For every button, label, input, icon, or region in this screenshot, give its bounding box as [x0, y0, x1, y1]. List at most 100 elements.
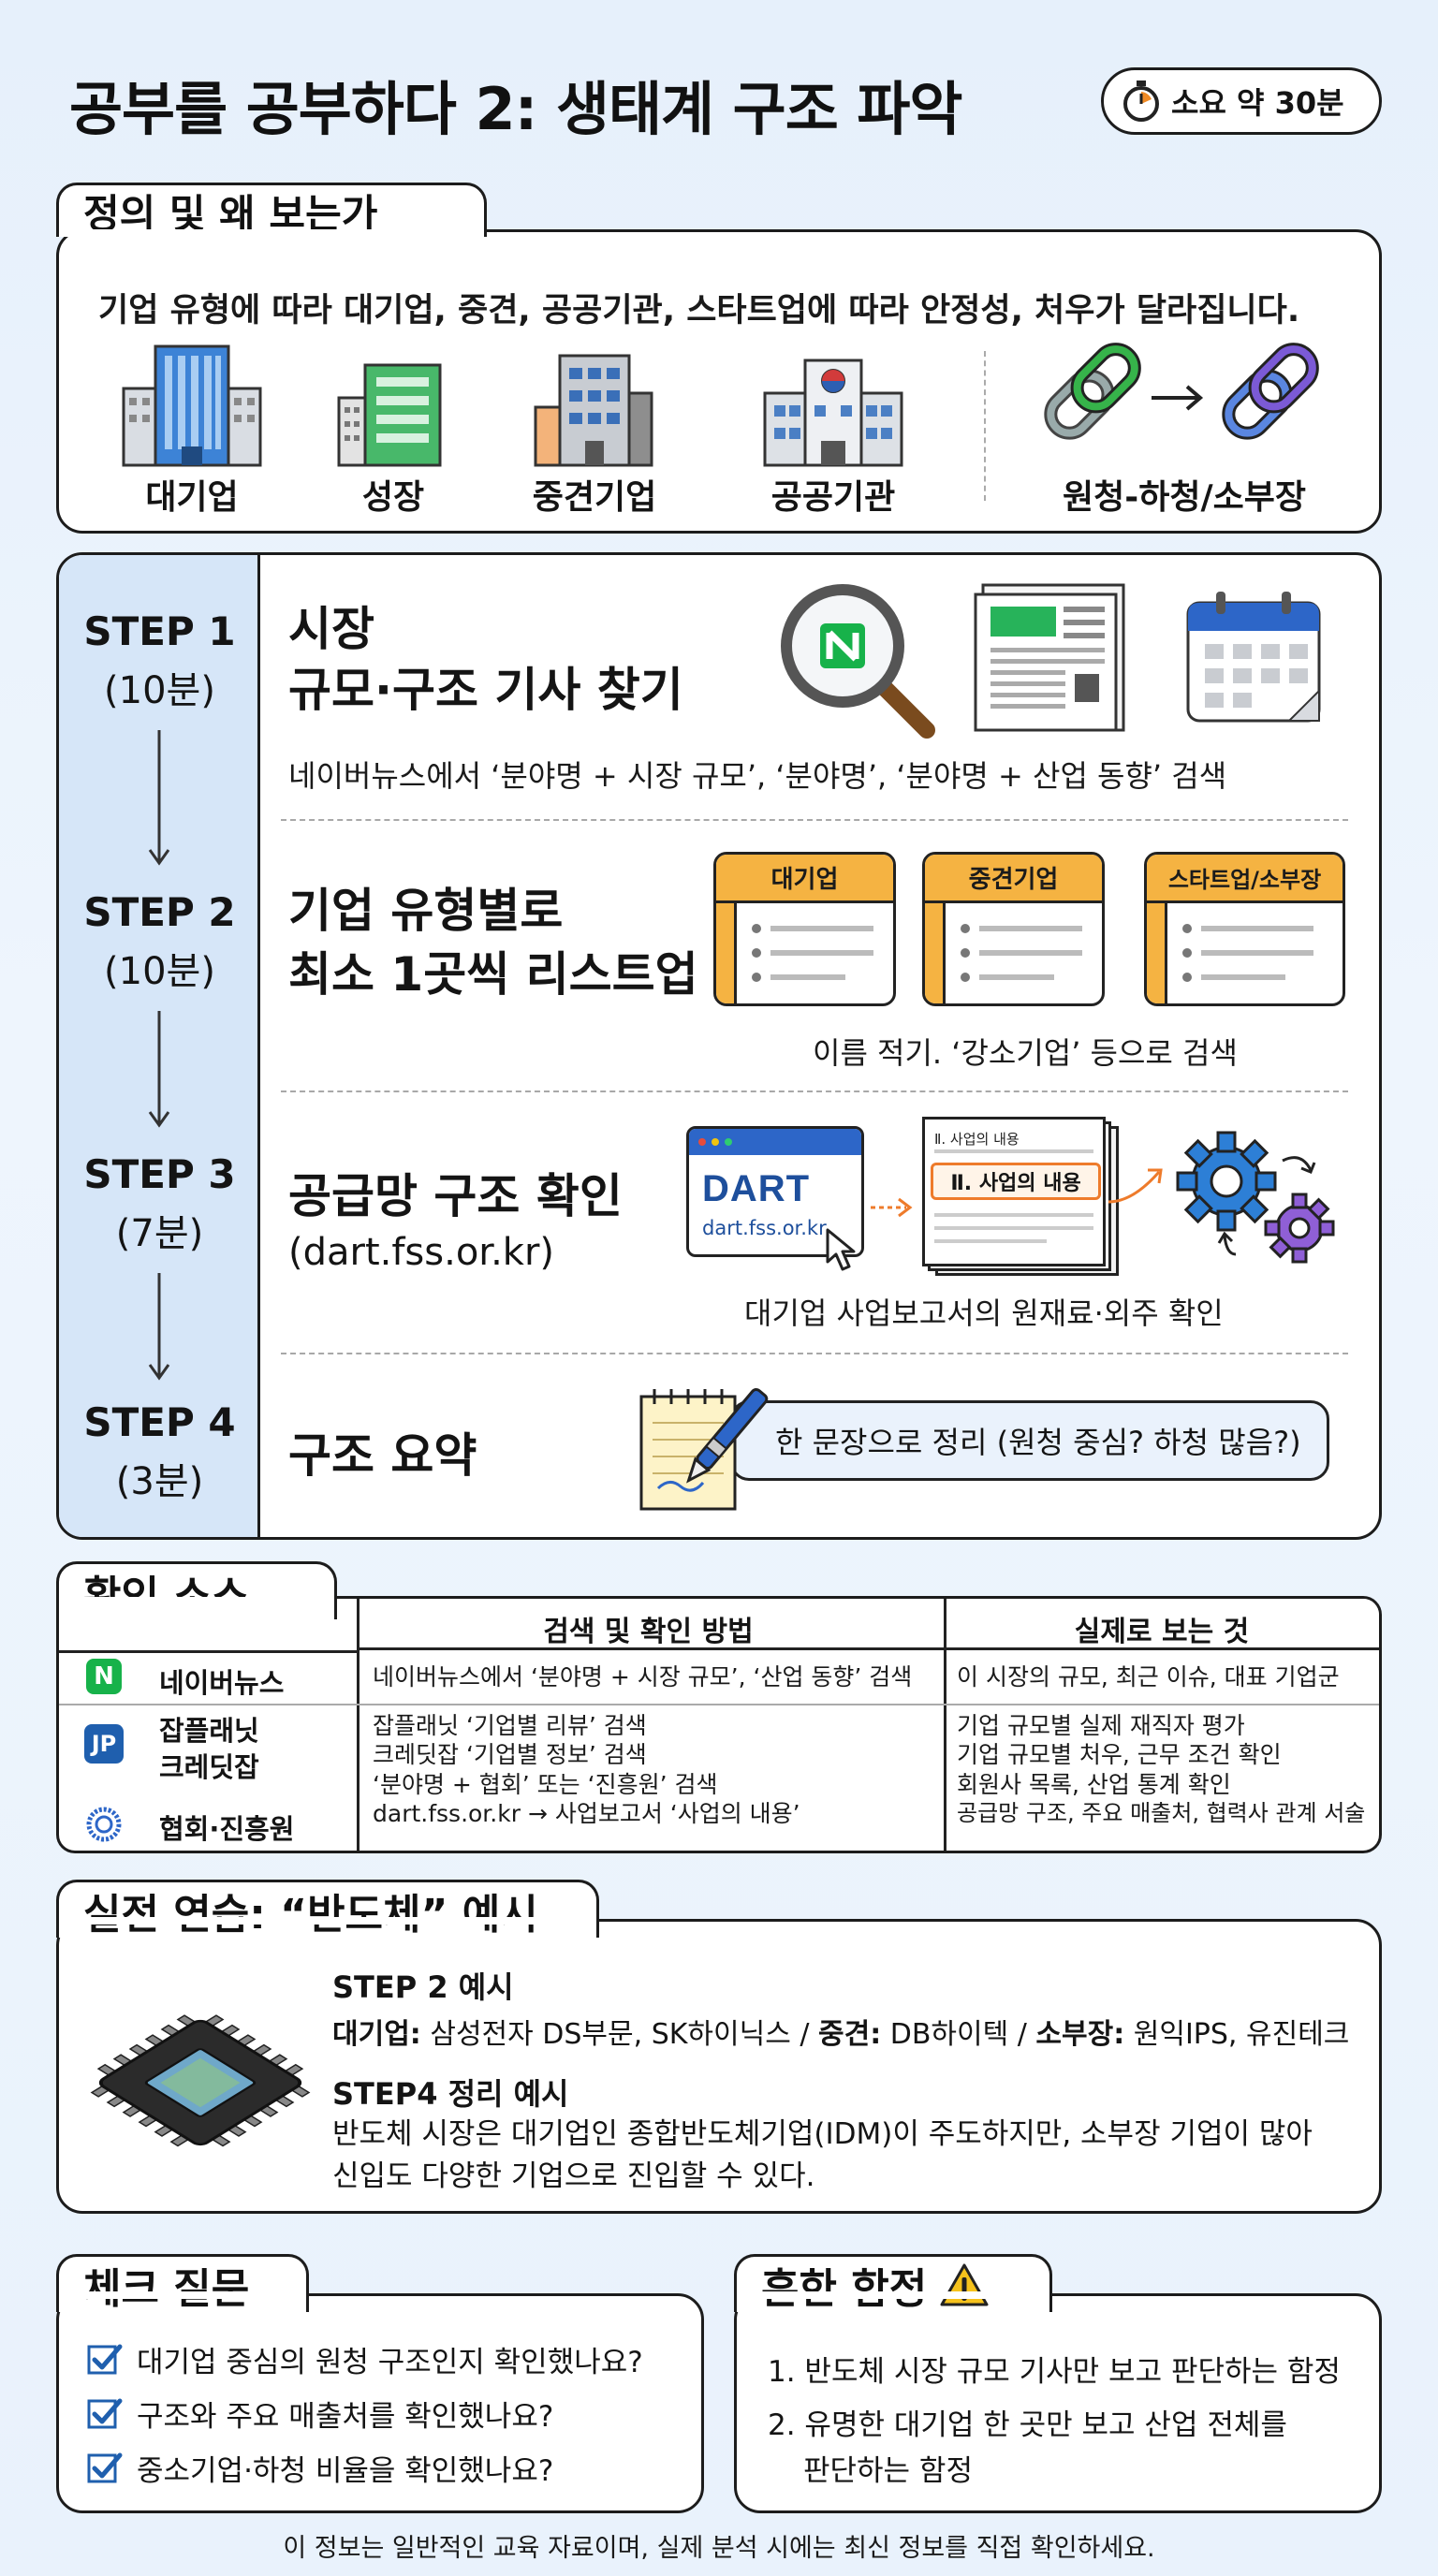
- sources-col-method: 검색 및 확인 방법: [543, 1616, 754, 1648]
- source-association: 협회·진흥원: [159, 1813, 295, 1845]
- step4-note-text: 한 문장으로 정리 (원청 중심? 하청 많음?): [775, 1425, 1301, 1460]
- practice-step4-body: 반도체 시장은 대기업인 종합반도체기업(IDM)이 주도하지만, 소부장 기업…: [332, 2114, 1313, 2198]
- step2-time: (10분): [104, 950, 215, 993]
- step1-title-line1: 시장: [288, 602, 374, 656]
- source-results: 기업 규모별 실제 재직자 평가 기업 규모별 처우, 근무 조건 확인 회원사…: [957, 1711, 1365, 1827]
- growth-company-icon: [337, 363, 442, 467]
- method-line: ‘분야명 + 협회’ 또는 ‘진흥원’ 검색: [373, 1770, 718, 1798]
- steps-panel: [56, 552, 1382, 1540]
- folder-large-company: 대기업: [713, 852, 896, 1006]
- step2-title: 기업 유형별로 최소 1곳씩 리스트업: [288, 880, 698, 1006]
- check-item-text: 구조와 주요 매출처를 확인했나요?: [137, 2400, 554, 2434]
- method-line: dart.fss.or.kr → 사업보고서 ‘사업의 내용’: [373, 1799, 800, 1827]
- large-company-icon: [122, 344, 262, 467]
- checkbox-checked-icon: [87, 2344, 123, 2374]
- practice-key: 대기업:: [332, 2018, 421, 2051]
- step2-description: 이름 적기. ‘강소기업’ 등으로 검색: [813, 1035, 1238, 1071]
- result-line: 공급망 구조, 주요 매출처, 협력사 관계 서술: [957, 1799, 1366, 1826]
- footer-disclaimer: 이 정보는 일반적인 교육 자료이며, 실제 분석 시에는 최신 정보를 직접 …: [283, 2534, 1155, 2563]
- definition-tab: 정의 및 왜 보는가: [56, 183, 487, 237]
- notepad-pen-icon: [639, 1387, 769, 1511]
- step1-title-line2: 규모·구조 기사 찾기: [288, 663, 683, 717]
- type-label-mid: 중견기업: [532, 478, 657, 517]
- source-jobplanet: 잡플래닛 크레딧잡: [159, 1713, 259, 1786]
- step4-time: (3분): [115, 1460, 204, 1503]
- warning-icon: [940, 2263, 989, 2305]
- chip-icon: [90, 2014, 311, 2147]
- source-methods: 잡플래닛 ‘기업별 리뷰’ 검색 크레딧잡 ‘기업별 정보’ 검색 ‘분야명 +…: [373, 1711, 800, 1828]
- definition-description: 기업 유형에 따라 대기업, 중견, 공공기관, 스타트업에 따라 안정성, 처…: [98, 292, 1300, 329]
- folder-label: 대기업: [770, 866, 839, 894]
- sources-panel: [56, 1596, 1382, 1853]
- time-badge-label: 소요 약 30분: [1171, 85, 1344, 121]
- practice-step4-line: 신입도 다양한 기업으로 진입할 수 있다.: [332, 2159, 815, 2193]
- folder-mid-company: 중견기업: [922, 852, 1105, 1006]
- step4-note: 한 문장으로 정리 (원청 중심? 하청 많음?): [730, 1400, 1329, 1481]
- trap-item: 2. 유명한 대기업 한 곳만 보고 산업 전체를: [768, 2408, 1287, 2442]
- public-institution-icon: [763, 359, 903, 467]
- check-item[interactable]: 구조와 주요 매출처를 확인했나요?: [86, 2393, 553, 2435]
- result-line: 기업 규모별 실제 재직자 평가: [957, 1712, 1245, 1739]
- check-panel: [56, 2293, 704, 2513]
- calendar-icon: [1186, 592, 1321, 723]
- practice-value: 삼성전자 DS부문, SK하이닉스 /: [420, 2018, 818, 2051]
- practice-title: 실전 연습: “반도체” 예시: [83, 1890, 538, 1939]
- result-line: 회원사 목록, 산업 통계 확인: [957, 1770, 1231, 1798]
- step2-title-line1: 기업 유형별로: [288, 884, 564, 938]
- dart-url: dart.fss.or.kr: [702, 1217, 827, 1239]
- practice-key: 중견:: [818, 2018, 882, 2051]
- source-name-line: 크레딧잡: [159, 1751, 259, 1784]
- step3-description: 대기업 사업보고서의 원재료·외주 확인: [744, 1295, 1224, 1331]
- method-line: 잡플래닛 ‘기업별 리뷰’ 검색: [373, 1712, 647, 1739]
- check-tab: 체크 질문: [56, 2254, 309, 2313]
- practice-value: 원익IPS, 유진테크: [1124, 2018, 1350, 2051]
- check-item-text: 대기업 중심의 원청 구조인지 확인했나요?: [137, 2346, 643, 2379]
- practice-tab: 실전 연습: “반도체” 예시: [56, 1880, 599, 1939]
- check-item[interactable]: 대기업 중심의 원청 구조인지 확인했나요?: [86, 2338, 643, 2380]
- stopwatch-icon: [1123, 80, 1159, 122]
- folder-label: 스타트업/소부장: [1167, 867, 1322, 893]
- jobplanet-badge-text: JP: [91, 1731, 117, 1757]
- type-label-public: 공공기관: [770, 478, 896, 517]
- definition-panel: [56, 229, 1382, 534]
- step2-title-line2: 최소 1곳씩 리스트업: [288, 946, 698, 1002]
- jobplanet-badge: JP: [84, 1724, 124, 1764]
- step1-time: (10분): [104, 669, 215, 712]
- flow-arrow-icon: [148, 1273, 170, 1381]
- arrow-right-icon: [871, 1197, 913, 1218]
- page-title: 공부를 공부하다 2: 생태계 구조 파악: [69, 75, 962, 143]
- step1-description: 네이버뉴스에서 ‘분야명 + 시장 규모’, ‘분야명’, ‘분야명 + 산업 …: [288, 758, 1227, 794]
- practice-value: DB하이텍 /: [881, 2018, 1036, 2051]
- checkbox-checked-icon: [87, 2398, 123, 2428]
- trap-item: 1. 반도체 시장 규모 기사만 보고 판단하는 함정: [768, 2355, 1341, 2389]
- naver-badge: N: [86, 1659, 122, 1694]
- check-item-text: 중소기업·하청 비율을 확인했나요?: [137, 2454, 554, 2488]
- practice-step4-line: 반도체 시장은 대기업인 종합반도체기업(IDM)이 주도하지만, 소부장 기업…: [332, 2117, 1313, 2151]
- result-line: 기업 규모별 처우, 근무 조건 확인: [957, 1741, 1282, 1769]
- folder-label: 중견기업: [968, 866, 1059, 894]
- check-item[interactable]: 중소기업·하청 비율을 확인했나요?: [86, 2447, 553, 2489]
- practice-step4-title: STEP4 정리 예시: [332, 2076, 569, 2112]
- step4-title: 구조 요약: [288, 1428, 477, 1483]
- source-naver: 네이버뉴스: [159, 1667, 285, 1699]
- source-naver-method: 네이버뉴스에서 ‘분야명 + 시장 규모’, ‘산업 동향’ 검색: [373, 1663, 913, 1690]
- folder-startup: 스타트업/소부장: [1144, 852, 1345, 1006]
- type-label-growth: 성장: [361, 478, 425, 517]
- step1-title: 시장 규모·구조 기사 찾기: [288, 599, 683, 721]
- newspaper-icon: [974, 583, 1125, 732]
- source-name-line: 잡플래닛: [159, 1715, 259, 1747]
- step2-label: STEP 2: [83, 889, 236, 935]
- source-naver-result: 이 시장의 규모, 최근 이슈, 대표 기업군: [957, 1663, 1340, 1690]
- method-line: 크레딧잡 ‘기업별 정보’ 검색: [373, 1741, 647, 1769]
- step1-label: STEP 1: [83, 608, 236, 654]
- practice-step2-title: STEP 2 예시: [332, 1969, 514, 2005]
- arrow-right-icon: [1108, 1168, 1163, 1204]
- type-label-large: 대기업: [145, 478, 239, 517]
- naver-badge-text: N: [94, 1662, 114, 1690]
- practice-key: 소부장:: [1035, 2018, 1125, 2051]
- doc-highlight: Ⅱ. 사업의 내용: [931, 1163, 1101, 1200]
- doc-small-heading: Ⅱ. 사업의 내용: [934, 1131, 1020, 1148]
- definition-title: 정의 및 왜 보는가: [83, 191, 378, 237]
- flow-arrow-icon: [148, 1011, 170, 1128]
- trap-item-continued: 판단하는 함정: [803, 2454, 973, 2488]
